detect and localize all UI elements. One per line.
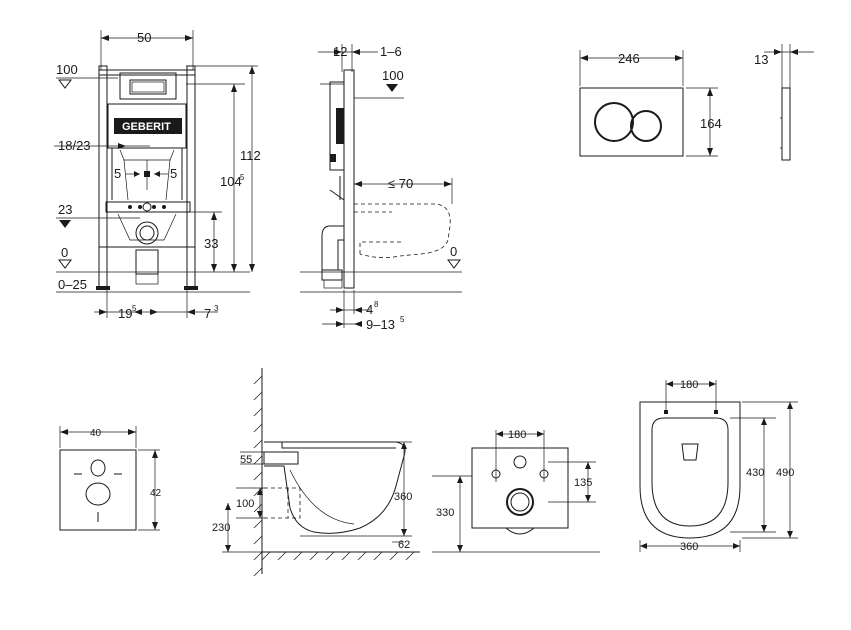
label-side-bottom-depth: 4 [366, 302, 373, 317]
label-offset-right: 5 [170, 166, 177, 181]
label-back-hole-height: 135 [574, 477, 592, 489]
label-height-inner: 104 [220, 174, 242, 189]
frame-side-view: 12 1–6 100 ≤ 70 0 [300, 44, 462, 332]
toilet-back-outline [471, 447, 569, 529]
label-toilet-top-offset: 55 [240, 454, 252, 466]
label-pipe-range: 18/23 [58, 138, 91, 153]
label-toilet-outlet-height: 230 [212, 522, 230, 534]
flush-plate-front: 246 164 [579, 50, 722, 157]
flush-plate-profile [781, 87, 791, 161]
label-plate-width: 246 [618, 51, 640, 66]
label-cover-width: 40 [90, 428, 102, 439]
toilet-side-view: 55 100 230 360 62 [212, 368, 420, 577]
label-drain-height: 33 [204, 236, 218, 251]
label-side-bottom-range-sup: 5 [400, 315, 405, 324]
label-side-bottom-depth-sup: 8 [374, 300, 379, 309]
label-top-bowl-length: 430 [746, 467, 764, 479]
drain-pipe [135, 221, 159, 245]
label-side-level-zero: 0 [450, 244, 457, 259]
toilet-top-outline [639, 401, 741, 539]
label-plate-height: 164 [700, 116, 722, 131]
label-bottom-right-sup: 3 [214, 304, 219, 313]
label-cover-height: 42 [150, 488, 162, 499]
cover-plate-view: 40 42 [59, 426, 162, 531]
brand-plate [114, 118, 182, 134]
label-toilet-total-height: 360 [394, 491, 412, 503]
label-side-top-depth: 12 [333, 44, 347, 59]
label-bottom-right: 7 [204, 306, 211, 321]
label-top-total-length: 490 [776, 467, 794, 479]
flush-button-small [630, 110, 662, 142]
cistern-flush-box [119, 72, 177, 100]
flush-button-large [594, 102, 634, 142]
label-toilet-inlet-height: 100 [236, 498, 254, 510]
frame-front-view: 50 GEBERIT 18/23 5 5 [54, 30, 261, 321]
toilet-back-view: 180 135 330 [432, 429, 600, 553]
toilet-top-view: 180 430 490 360 [639, 379, 798, 553]
label-top-width: 360 [680, 541, 698, 553]
label-frame-width: 50 [137, 30, 151, 45]
brand-logo-text: GEBERIT [122, 121, 171, 133]
label-level-top: 100 [56, 62, 78, 77]
label-back-bolt-spacing: 180 [508, 429, 526, 441]
label-offset-left: 5 [114, 166, 121, 181]
label-side-bottom-range: 9–13 [366, 317, 395, 332]
label-top-bolt-spacing: 180 [680, 379, 698, 391]
cover-plate-outline [59, 449, 137, 531]
label-back-lower-height: 330 [436, 507, 454, 519]
label-level-zero: 0 [61, 245, 68, 260]
label-height-inner-sup: 5 [240, 173, 245, 182]
label-bottom-left: 19 [118, 306, 132, 321]
label-level-mid: 23 [58, 202, 72, 217]
label-side-reach: ≤ 70 [388, 176, 413, 191]
frame-right-post [186, 65, 196, 289]
label-toilet-depth-offset: 62 [398, 539, 410, 551]
flush-plate-side: 13 [754, 44, 814, 161]
label-side-level-top: 100 [382, 68, 404, 83]
label-plate-thickness: 13 [754, 52, 768, 67]
label-bottom-left-sup: 5 [132, 304, 137, 313]
toilet-seat-outline [651, 417, 729, 527]
toilet-bowl-profile [264, 441, 406, 534]
frame-left-post [98, 65, 108, 289]
label-height-total: 112 [240, 148, 261, 163]
flush-plate-outline [579, 87, 684, 157]
label-side-top-range: 1–6 [380, 44, 402, 59]
side-frame-post [343, 69, 355, 289]
label-level-range: 0–25 [58, 277, 87, 292]
